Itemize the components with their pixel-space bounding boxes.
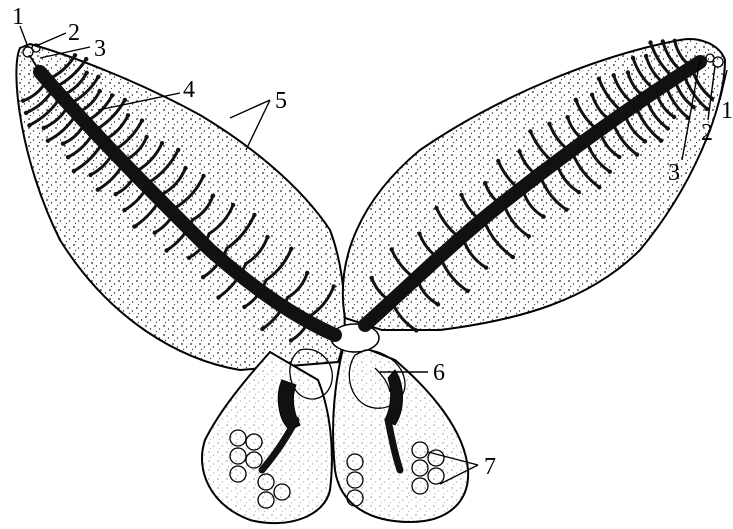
- branch-tip: [465, 289, 469, 293]
- branch-tip: [176, 148, 180, 152]
- branch-tip: [597, 185, 601, 189]
- branch-tip: [88, 173, 92, 177]
- branch-tip: [565, 115, 569, 119]
- branch-tip: [666, 126, 670, 130]
- branch-tip: [27, 123, 31, 127]
- branch-tip: [644, 54, 648, 58]
- label-2-right: 2: [701, 120, 713, 146]
- branch-tip: [659, 138, 663, 142]
- branch-tip: [110, 93, 114, 97]
- branch-tip: [126, 113, 130, 117]
- branch-tip: [201, 174, 205, 178]
- branch-tip: [528, 129, 532, 133]
- branch-tip: [417, 232, 421, 236]
- branch-tip: [547, 122, 551, 126]
- branch-tip: [590, 93, 594, 97]
- branch-tip: [483, 181, 487, 185]
- branch-tip: [183, 166, 187, 170]
- branch-tip: [211, 194, 215, 198]
- label-3-right: 3: [668, 160, 680, 186]
- branch-tip: [123, 98, 127, 102]
- branch-tip: [511, 255, 515, 259]
- branch-tip: [98, 89, 102, 93]
- branch-tip: [187, 256, 191, 260]
- branch-tip: [24, 111, 28, 115]
- branch-tip: [265, 235, 269, 239]
- branch-tip: [201, 275, 205, 279]
- branch-tip: [140, 118, 144, 122]
- label-3-left: 3: [94, 36, 106, 62]
- branch-tip: [370, 276, 374, 280]
- label-5: 5: [275, 88, 287, 114]
- branch-tip: [231, 203, 235, 207]
- branch-tip: [527, 234, 531, 238]
- branch-tip: [114, 192, 118, 196]
- branch-tip: [389, 247, 393, 251]
- branch-tip: [72, 169, 76, 173]
- branch-tip: [436, 302, 440, 306]
- branch-tip: [574, 98, 578, 102]
- label-1-right: 1: [721, 98, 733, 124]
- branch-tip: [648, 40, 652, 44]
- branch-tip: [216, 295, 220, 299]
- label-1-left: 1: [12, 4, 24, 30]
- branch-tip: [484, 266, 488, 270]
- branch-tip: [577, 190, 581, 194]
- branch-tip: [289, 338, 293, 342]
- branch-tip: [84, 57, 88, 61]
- branch-tip: [414, 328, 418, 332]
- right-lower-lobe: [333, 340, 468, 522]
- label-6: 6: [433, 360, 445, 386]
- branch-tip: [96, 188, 100, 192]
- branch-tip: [517, 149, 521, 153]
- branch-tip: [635, 152, 639, 156]
- branch-tip: [608, 170, 612, 174]
- branch-tip: [153, 231, 157, 235]
- branch-tip: [252, 213, 256, 217]
- branch-tip: [305, 271, 309, 275]
- branch-tip: [661, 39, 665, 43]
- branch-tip: [42, 126, 46, 130]
- branch-tip: [496, 159, 500, 163]
- branch-tip: [643, 139, 647, 143]
- branch-tip: [132, 224, 136, 228]
- branch-tip: [434, 206, 438, 210]
- branch-tip: [61, 142, 65, 146]
- label-7: 7: [484, 454, 496, 480]
- branch-tip: [21, 99, 25, 103]
- branch-tip: [672, 115, 676, 119]
- branch-tip: [164, 248, 168, 252]
- branch-tip: [626, 70, 630, 74]
- branch-tip: [631, 56, 635, 60]
- branch-tip: [459, 193, 463, 197]
- branch-tip: [332, 284, 336, 288]
- branch-tip: [122, 208, 126, 212]
- branch-tip: [673, 39, 677, 43]
- branch-tip: [85, 71, 89, 75]
- branch-tip: [289, 247, 293, 251]
- branch-tip: [617, 155, 621, 159]
- label-4: 4: [183, 77, 195, 103]
- left-lower-lobe: [202, 352, 332, 523]
- branch-tip: [46, 139, 50, 143]
- branch-tip: [597, 77, 601, 81]
- branch-tip: [73, 53, 77, 57]
- branch-tip: [564, 208, 568, 212]
- branch-tip: [541, 215, 545, 219]
- branch-tip: [242, 305, 246, 309]
- branch-tip: [612, 73, 616, 77]
- branch-tip: [144, 135, 148, 139]
- branch-tip: [66, 155, 70, 159]
- branch-tip: [260, 327, 264, 331]
- branch-tip: [160, 141, 164, 145]
- label-2-left: 2: [68, 20, 80, 46]
- branch-tip: [96, 75, 100, 79]
